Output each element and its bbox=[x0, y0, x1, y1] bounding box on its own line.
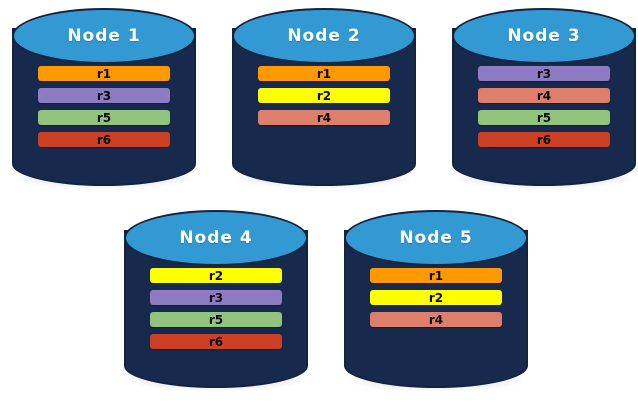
shard-label: r3 bbox=[208, 290, 224, 305]
database-node-1[interactable]: Node 1 r1 r3 r5 r6 bbox=[12, 8, 196, 188]
shard-bar[interactable]: r1 bbox=[369, 268, 503, 283]
database-node-4[interactable]: Node 4 r2 r3 r5 r6 bbox=[124, 210, 308, 390]
shard-list: r1 r3 r5 r6 bbox=[37, 66, 171, 147]
shard-label: r4 bbox=[428, 312, 444, 327]
shard-label: r1 bbox=[96, 66, 112, 81]
shard-list: r3 r4 r5 r6 bbox=[477, 66, 611, 147]
shard-list: r2 r3 r5 r6 bbox=[149, 268, 283, 349]
shard-bar[interactable]: r6 bbox=[149, 334, 283, 349]
shard-bar[interactable]: r2 bbox=[149, 268, 283, 283]
shard-label: r1 bbox=[316, 66, 332, 81]
shard-label: r2 bbox=[208, 268, 224, 283]
shard-label: r3 bbox=[536, 66, 552, 81]
node-title: Node 5 bbox=[399, 228, 473, 248]
shard-label: r1 bbox=[428, 268, 444, 283]
shard-list: r1 r2 r4 bbox=[369, 268, 503, 327]
shard-label: r6 bbox=[96, 132, 112, 147]
shard-bar[interactable]: r5 bbox=[149, 312, 283, 327]
shard-label: r4 bbox=[316, 110, 332, 125]
shard-label: r2 bbox=[428, 290, 444, 305]
database-node-3[interactable]: Node 3 r3 r4 r5 r6 bbox=[452, 8, 636, 188]
node-title: Node 3 bbox=[507, 26, 581, 46]
shard-bar[interactable]: r3 bbox=[149, 290, 283, 305]
shard-label: r3 bbox=[96, 88, 112, 103]
database-node-2[interactable]: Node 2 r1 r2 r4 bbox=[232, 8, 416, 188]
shard-bar[interactable]: r2 bbox=[369, 290, 503, 305]
cylinder-top-disc: Node 4 bbox=[124, 210, 308, 266]
shard-bar[interactable]: r4 bbox=[477, 88, 611, 103]
shard-label: r6 bbox=[208, 334, 224, 349]
shard-bar[interactable]: r4 bbox=[257, 110, 391, 125]
node-title: Node 2 bbox=[287, 26, 361, 46]
shard-label: r2 bbox=[316, 88, 332, 103]
shard-list: r1 r2 r4 bbox=[257, 66, 391, 125]
cylinder-top-disc: Node 3 bbox=[452, 8, 636, 64]
shard-bar[interactable]: r5 bbox=[477, 110, 611, 125]
shard-bar[interactable]: r3 bbox=[477, 66, 611, 81]
shard-bar[interactable]: r4 bbox=[369, 312, 503, 327]
shard-label: r4 bbox=[536, 88, 552, 103]
shard-bar[interactable]: r6 bbox=[37, 132, 171, 147]
shard-bar[interactable]: r1 bbox=[37, 66, 171, 81]
cylinder-top-disc: Node 1 bbox=[12, 8, 196, 64]
shard-label: r6 bbox=[536, 132, 552, 147]
shard-bar[interactable]: r1 bbox=[257, 66, 391, 81]
shard-bar[interactable]: r3 bbox=[37, 88, 171, 103]
shard-label: r5 bbox=[96, 110, 112, 125]
shard-label: r5 bbox=[208, 312, 224, 327]
node-title: Node 1 bbox=[67, 26, 141, 46]
shard-label: r5 bbox=[536, 110, 552, 125]
database-node-5[interactable]: Node 5 r1 r2 r4 bbox=[344, 210, 528, 390]
cylinder-top-disc: Node 2 bbox=[232, 8, 416, 64]
node-title: Node 4 bbox=[179, 228, 253, 248]
shard-bar[interactable]: r6 bbox=[477, 132, 611, 147]
shard-bar[interactable]: r5 bbox=[37, 110, 171, 125]
cylinder-top-disc: Node 5 bbox=[344, 210, 528, 266]
shard-bar[interactable]: r2 bbox=[257, 88, 391, 103]
